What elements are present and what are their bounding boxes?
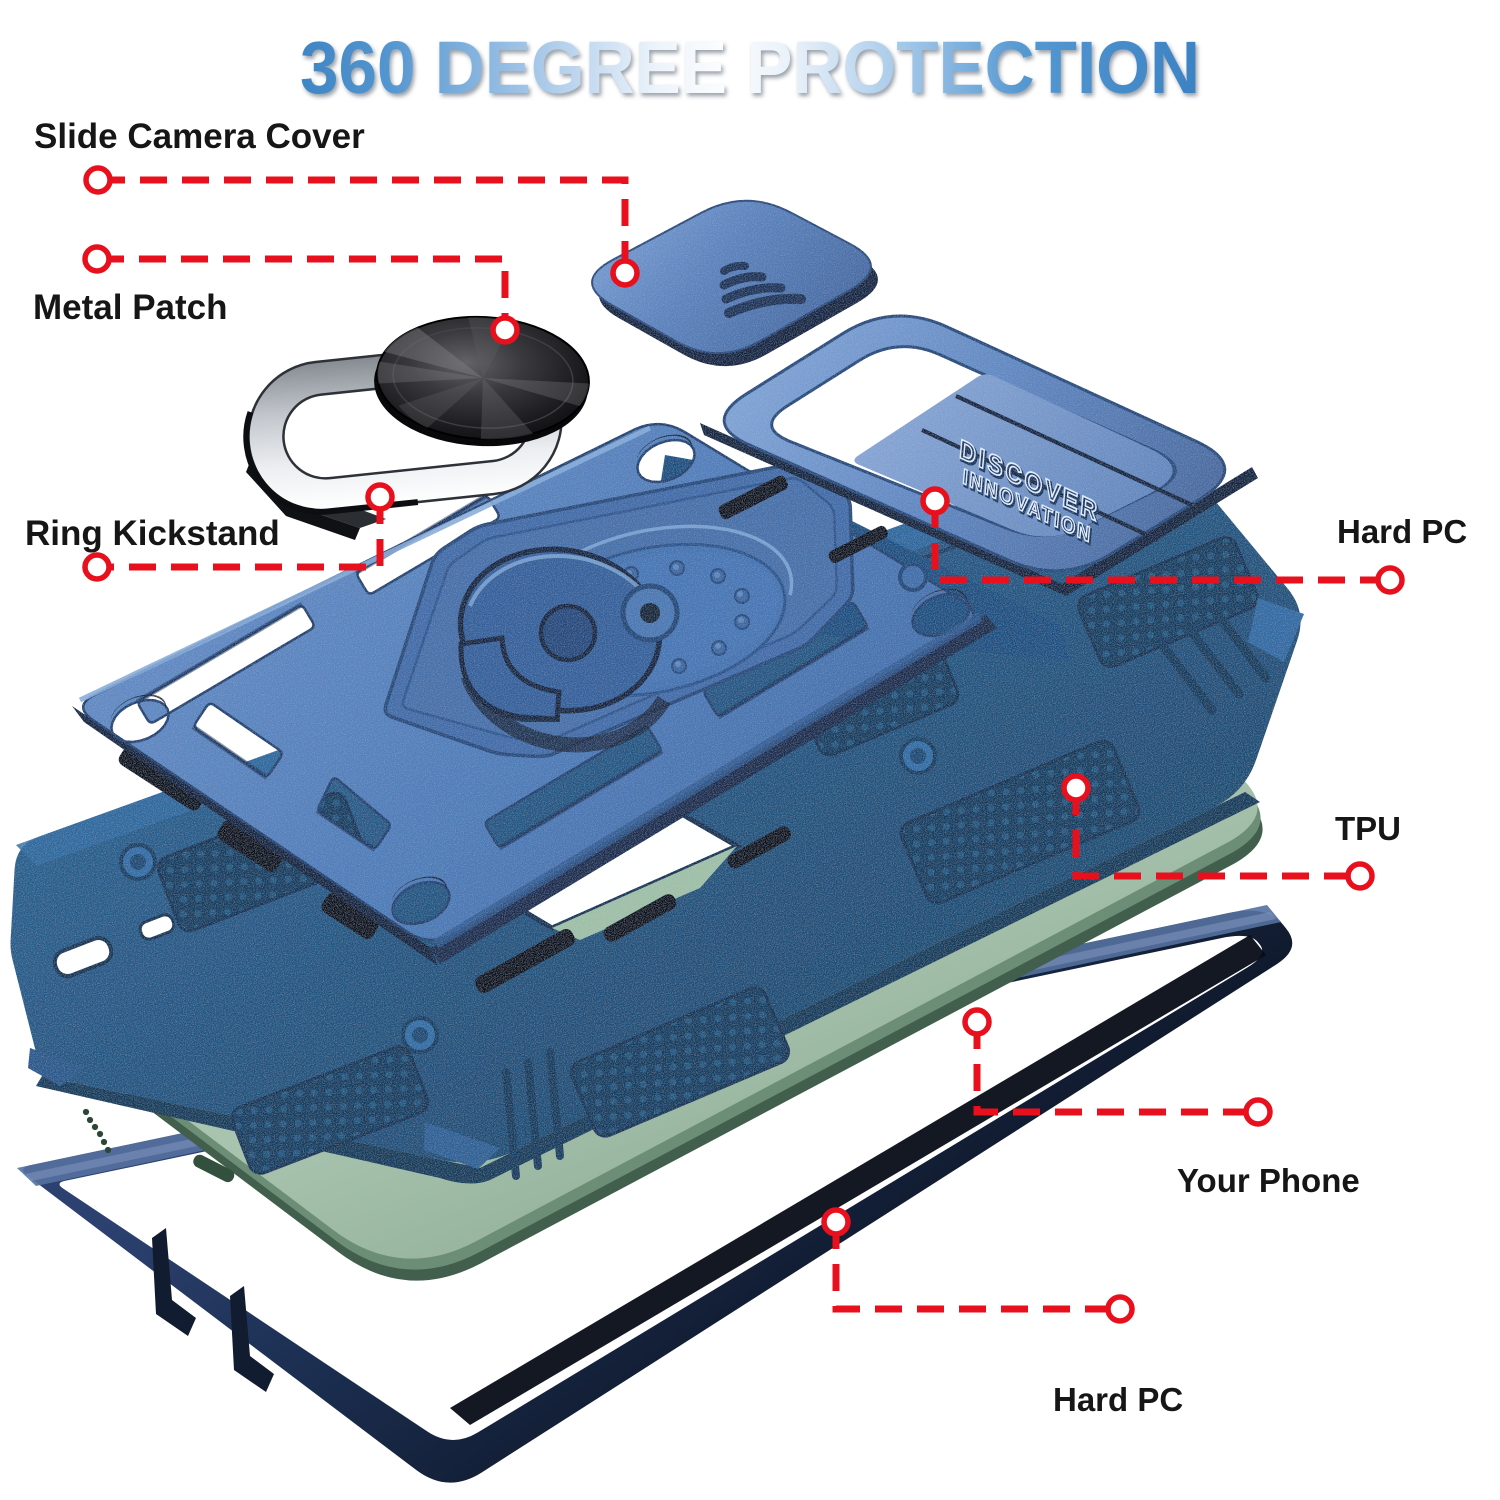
svg-text:Hard PC: Hard PC [1337,513,1467,550]
svg-text:Your Phone: Your Phone [1177,1162,1360,1199]
svg-text:360 DEGREE PROTECTION: 360 DEGREE PROTECTION [300,26,1200,109]
svg-text:Hard PC: Hard PC [1053,1381,1183,1418]
svg-text:Slide Camera Cover: Slide Camera Cover [34,117,365,156]
svg-text:Ring Kickstand: Ring Kickstand [25,514,280,553]
svg-text:TPU: TPU [1335,810,1401,847]
svg-text:Metal Patch: Metal Patch [33,288,228,327]
